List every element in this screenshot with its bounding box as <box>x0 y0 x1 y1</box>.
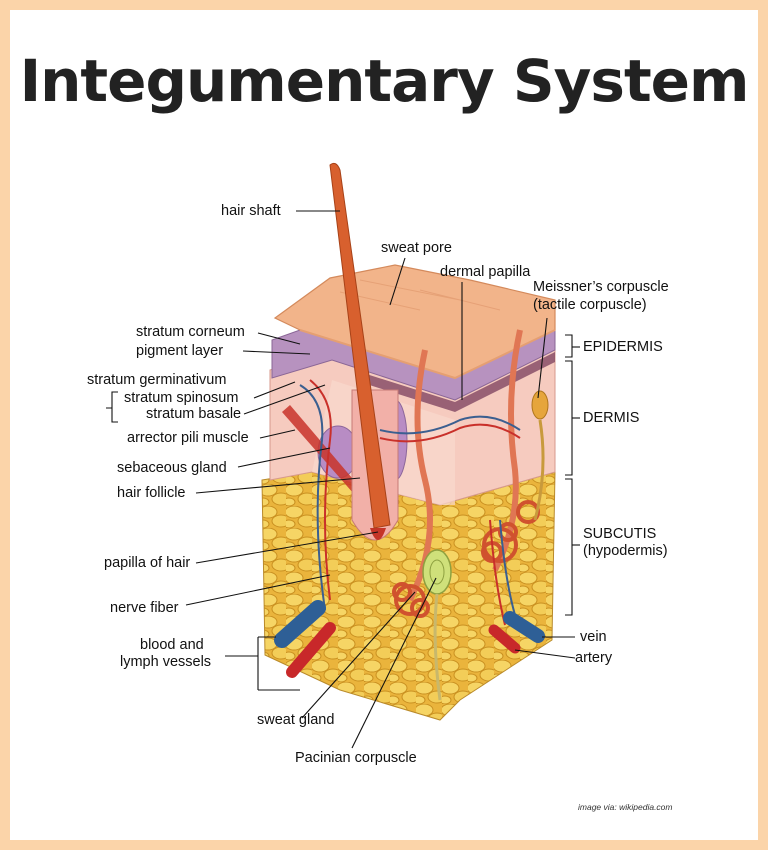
label-pigment-layer: pigment layer <box>136 343 224 359</box>
artery-right <box>488 624 521 654</box>
hair-papilla <box>370 528 386 540</box>
label-stratum-germinativum: stratum germinativum <box>87 372 227 388</box>
label-arrector-pili: arrector pili muscle <box>127 430 249 446</box>
page-title: Integumentary System <box>19 47 750 115</box>
leader-lines <box>106 210 580 749</box>
label-epidermis: EPIDERMIS <box>583 339 663 355</box>
label-stratum-basale: stratum basale <box>146 406 242 422</box>
label-stratum-spinosum: stratum spinosum <box>124 390 239 406</box>
label-subcutis-line2: (hypodermis) <box>583 543 668 559</box>
label-subcutis-line1: SUBCUTIS <box>583 526 657 542</box>
label-blood-lymph-line2: lymph vessels <box>120 654 212 670</box>
label-sweat-gland: sweat gland <box>257 712 335 728</box>
artery-left <box>286 622 336 678</box>
vein-left <box>274 600 326 648</box>
vessel-network <box>299 379 521 626</box>
pigment-band <box>360 352 555 412</box>
label-meissner-line1: Meissner’s corpuscle <box>533 279 669 295</box>
meissner-corpuscle <box>531 390 549 420</box>
label-hair-follicle: hair follicle <box>117 485 186 501</box>
label-artery: artery <box>575 650 613 666</box>
label-dermis: DERMIS <box>583 410 640 426</box>
label-blood-lymph-line1: blood and <box>140 637 204 653</box>
image-credit: image via: wikipedia.com <box>578 802 673 812</box>
pacinian-corpuscle <box>422 549 452 595</box>
label-hair-shaft: hair shaft <box>221 203 281 219</box>
label-stratum-corneum: stratum corneum <box>136 324 245 340</box>
vein-right <box>503 611 545 643</box>
label-sweat-pore: sweat pore <box>381 240 452 256</box>
label-meissner-line2: (tactile corpuscle) <box>533 297 647 313</box>
label-papilla-of-hair: papilla of hair <box>104 555 191 571</box>
hair-shaft <box>329 162 391 529</box>
label-nerve-fiber: nerve fiber <box>110 600 179 616</box>
label-pacinian: Pacinian corpuscle <box>295 750 417 766</box>
label-sebaceous-gland: sebaceous gland <box>117 460 227 476</box>
label-dermal-papilla: dermal papilla <box>440 264 531 280</box>
label-vein: vein <box>580 629 607 645</box>
